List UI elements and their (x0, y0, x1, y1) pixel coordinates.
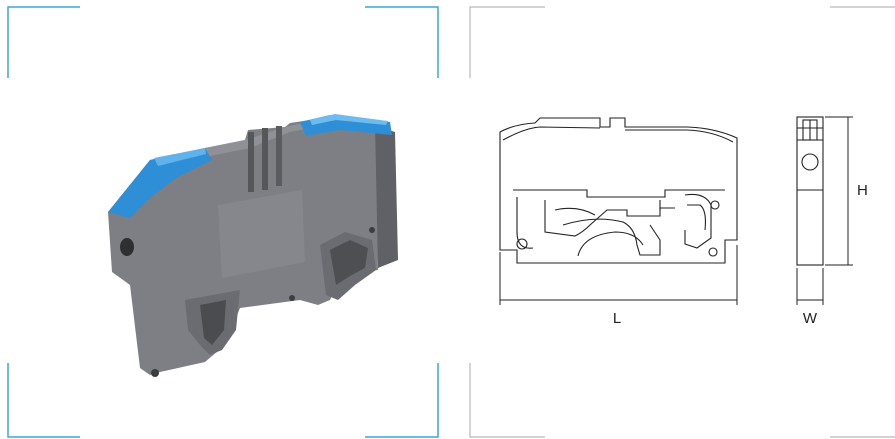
product-photo-panel (0, 0, 445, 439)
side-view-outline-icon (796, 116, 824, 266)
height-label: H (857, 182, 868, 199)
front-view-outline-icon (499, 117, 738, 264)
width-dimension (796, 268, 824, 305)
drawing-frame-corners (469, 6, 895, 438)
width-label: W (803, 310, 818, 327)
photo-frame-corners (7, 6, 439, 438)
length-label: L (613, 310, 621, 327)
length-dimension (499, 245, 738, 305)
height-dimension (825, 116, 853, 266)
product-photo (7, 6, 439, 438)
dimension-drawing-panel: L H W (465, 0, 895, 439)
terminal-block-photo-icon (108, 114, 398, 377)
dimension-drawing: L H W (469, 6, 895, 438)
